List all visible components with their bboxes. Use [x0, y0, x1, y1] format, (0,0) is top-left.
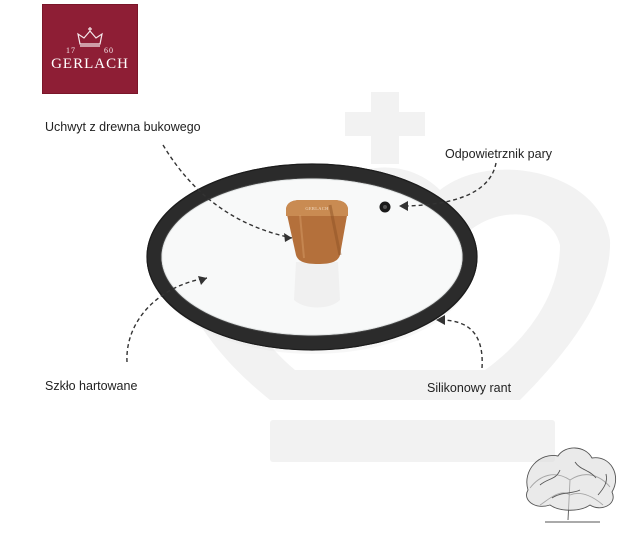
- handle-reflection: [294, 262, 340, 308]
- steam-vent: [379, 201, 391, 213]
- arrowhead-glass: [198, 276, 207, 285]
- callout-arrow-vent: [404, 162, 497, 207]
- callout-handle-label: Uchwyt z drewna bukowego: [45, 120, 201, 134]
- callout-vent-label: Odpowietrznik pary: [445, 147, 552, 161]
- arrowhead-vent: [399, 201, 408, 211]
- silicone-rim: [146, 163, 478, 351]
- arrowhead-handle: [284, 233, 292, 242]
- logo-brand: GERLACH: [51, 56, 129, 72]
- handle-logo: GERLACH: [305, 206, 329, 211]
- wood-handle: [286, 200, 348, 264]
- callout-arrow-rim: [439, 319, 483, 369]
- callout-arrow-handle: [162, 144, 293, 239]
- arrowhead-rim: [436, 315, 445, 325]
- callout-rim-label: Silikonowy rant: [427, 381, 512, 395]
- callout-glass-label: Szkło hartowane: [45, 379, 138, 393]
- crown-icon: [77, 27, 103, 47]
- tree-icon: [526, 447, 617, 523]
